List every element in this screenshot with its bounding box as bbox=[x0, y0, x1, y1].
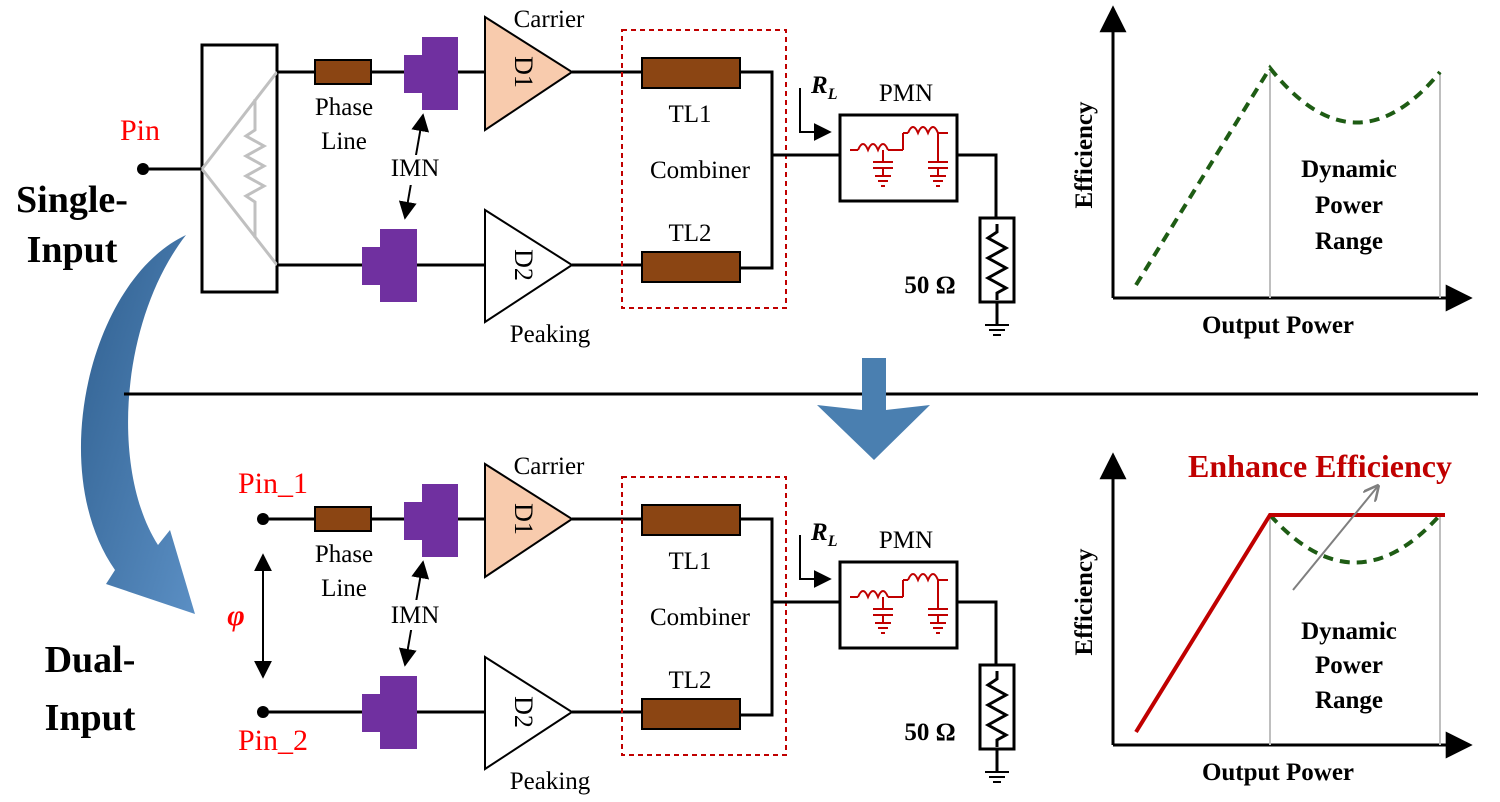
carrier-amplifier bbox=[484, 462, 574, 579]
peaking-label: Peaking bbox=[510, 321, 591, 348]
range-label-2: Power bbox=[1315, 652, 1383, 679]
pin-label: Pin bbox=[120, 114, 160, 147]
efficiency-curve-doherty bbox=[1268, 513, 1442, 565]
combiner-box bbox=[621, 29, 787, 309]
dual-input-label-2: Input bbox=[45, 697, 136, 739]
load-label: 50 Ω bbox=[904, 719, 955, 746]
rl-label: RL bbox=[810, 519, 838, 550]
tl2-block bbox=[641, 698, 741, 730]
tl1-label: TL1 bbox=[668, 101, 711, 128]
d2-label: D2 bbox=[509, 249, 538, 281]
range-label-3: Range bbox=[1315, 687, 1383, 714]
single-input-label-1: Single- bbox=[16, 179, 128, 221]
carrier-label: Carrier bbox=[514, 453, 585, 480]
tl1-block bbox=[641, 504, 741, 536]
bottom-circuit: D1 D2 bbox=[227, 453, 1016, 795]
imn-block-top bbox=[404, 484, 458, 557]
efficiency-chart-bottom: Enhance Efficiency Efficiency Output Pow… bbox=[1071, 448, 1473, 786]
top-circuit: Pin D1 D2 bbox=[120, 6, 1016, 348]
phase-line-label-2: Line bbox=[321, 128, 367, 155]
pmn-internal bbox=[850, 126, 948, 187]
efficiency-curve-enhanced bbox=[1134, 513, 1445, 734]
pin2-label: Pin_2 bbox=[238, 724, 308, 757]
dual-input-label-1: Dual- bbox=[45, 639, 136, 681]
y-axis-label: Efficiency bbox=[1071, 548, 1098, 655]
phase-line-block bbox=[314, 506, 372, 532]
splitter-internal bbox=[200, 71, 279, 266]
combiner-label: Combiner bbox=[650, 157, 751, 184]
rl-label: RL bbox=[810, 72, 838, 103]
carrier-label: Carrier bbox=[514, 6, 585, 33]
peaking-amplifier bbox=[484, 655, 574, 771]
imn-block-bottom bbox=[362, 229, 417, 302]
tl1-label: TL1 bbox=[668, 548, 711, 575]
tl2-label: TL2 bbox=[668, 220, 711, 247]
load-label: 50 Ω bbox=[904, 272, 955, 299]
phase-line-block bbox=[314, 59, 372, 85]
pmn-block bbox=[838, 560, 959, 650]
phase-line-label-2: Line bbox=[321, 575, 367, 602]
rl-arrow bbox=[799, 535, 832, 588]
y-axis-label: Efficiency bbox=[1071, 101, 1098, 208]
down-arrow bbox=[817, 358, 930, 460]
imn-block-bottom bbox=[362, 676, 417, 749]
rl-arrow bbox=[799, 88, 832, 141]
tl1-block bbox=[641, 57, 741, 89]
tl2-label: TL2 bbox=[668, 667, 711, 694]
peaking-amplifier bbox=[484, 208, 574, 324]
phase-symbol: φ bbox=[227, 599, 245, 632]
range-label-2: Power bbox=[1315, 192, 1383, 219]
carrier-amplifier bbox=[484, 15, 574, 132]
enhance-efficiency-label: Enhance Efficiency bbox=[1188, 448, 1452, 484]
d1-label: D1 bbox=[509, 503, 538, 535]
pin1-label: Pin_1 bbox=[238, 467, 308, 500]
x-axis-label: Output Power bbox=[1202, 312, 1354, 339]
d1-label: D1 bbox=[509, 56, 538, 88]
range-label-1: Dynamic bbox=[1301, 618, 1397, 645]
range-label-1: Dynamic bbox=[1301, 156, 1397, 183]
imn-label: IMN bbox=[391, 155, 440, 182]
d2-label: D2 bbox=[509, 696, 538, 728]
efficiency-curve-doherty bbox=[1134, 64, 1442, 287]
x-axis-label: Output Power bbox=[1202, 759, 1354, 786]
combiner-label: Combiner bbox=[650, 604, 751, 631]
efficiency-chart-top: Efficiency Output Power Dynamic Power Ra… bbox=[1071, 5, 1473, 339]
transition-curved-arrow bbox=[80, 235, 195, 614]
imn-block-top bbox=[404, 37, 458, 110]
phase-line-label-1: Phase bbox=[315, 541, 373, 568]
enhance-arrow bbox=[1292, 486, 1378, 591]
single-input-label-2: Input bbox=[27, 229, 118, 271]
pmn-label: PMN bbox=[879, 527, 933, 554]
peaking-label: Peaking bbox=[510, 768, 591, 795]
phase-line-label-1: Phase bbox=[315, 94, 373, 121]
pmn-internal bbox=[850, 573, 948, 634]
imn-label: IMN bbox=[391, 602, 440, 629]
range-label-3: Range bbox=[1315, 228, 1383, 255]
combiner-box bbox=[621, 476, 787, 756]
pmn-block bbox=[838, 113, 959, 203]
pmn-label: PMN bbox=[879, 80, 933, 107]
power-splitter bbox=[200, 43, 279, 294]
tl2-block bbox=[641, 251, 741, 283]
